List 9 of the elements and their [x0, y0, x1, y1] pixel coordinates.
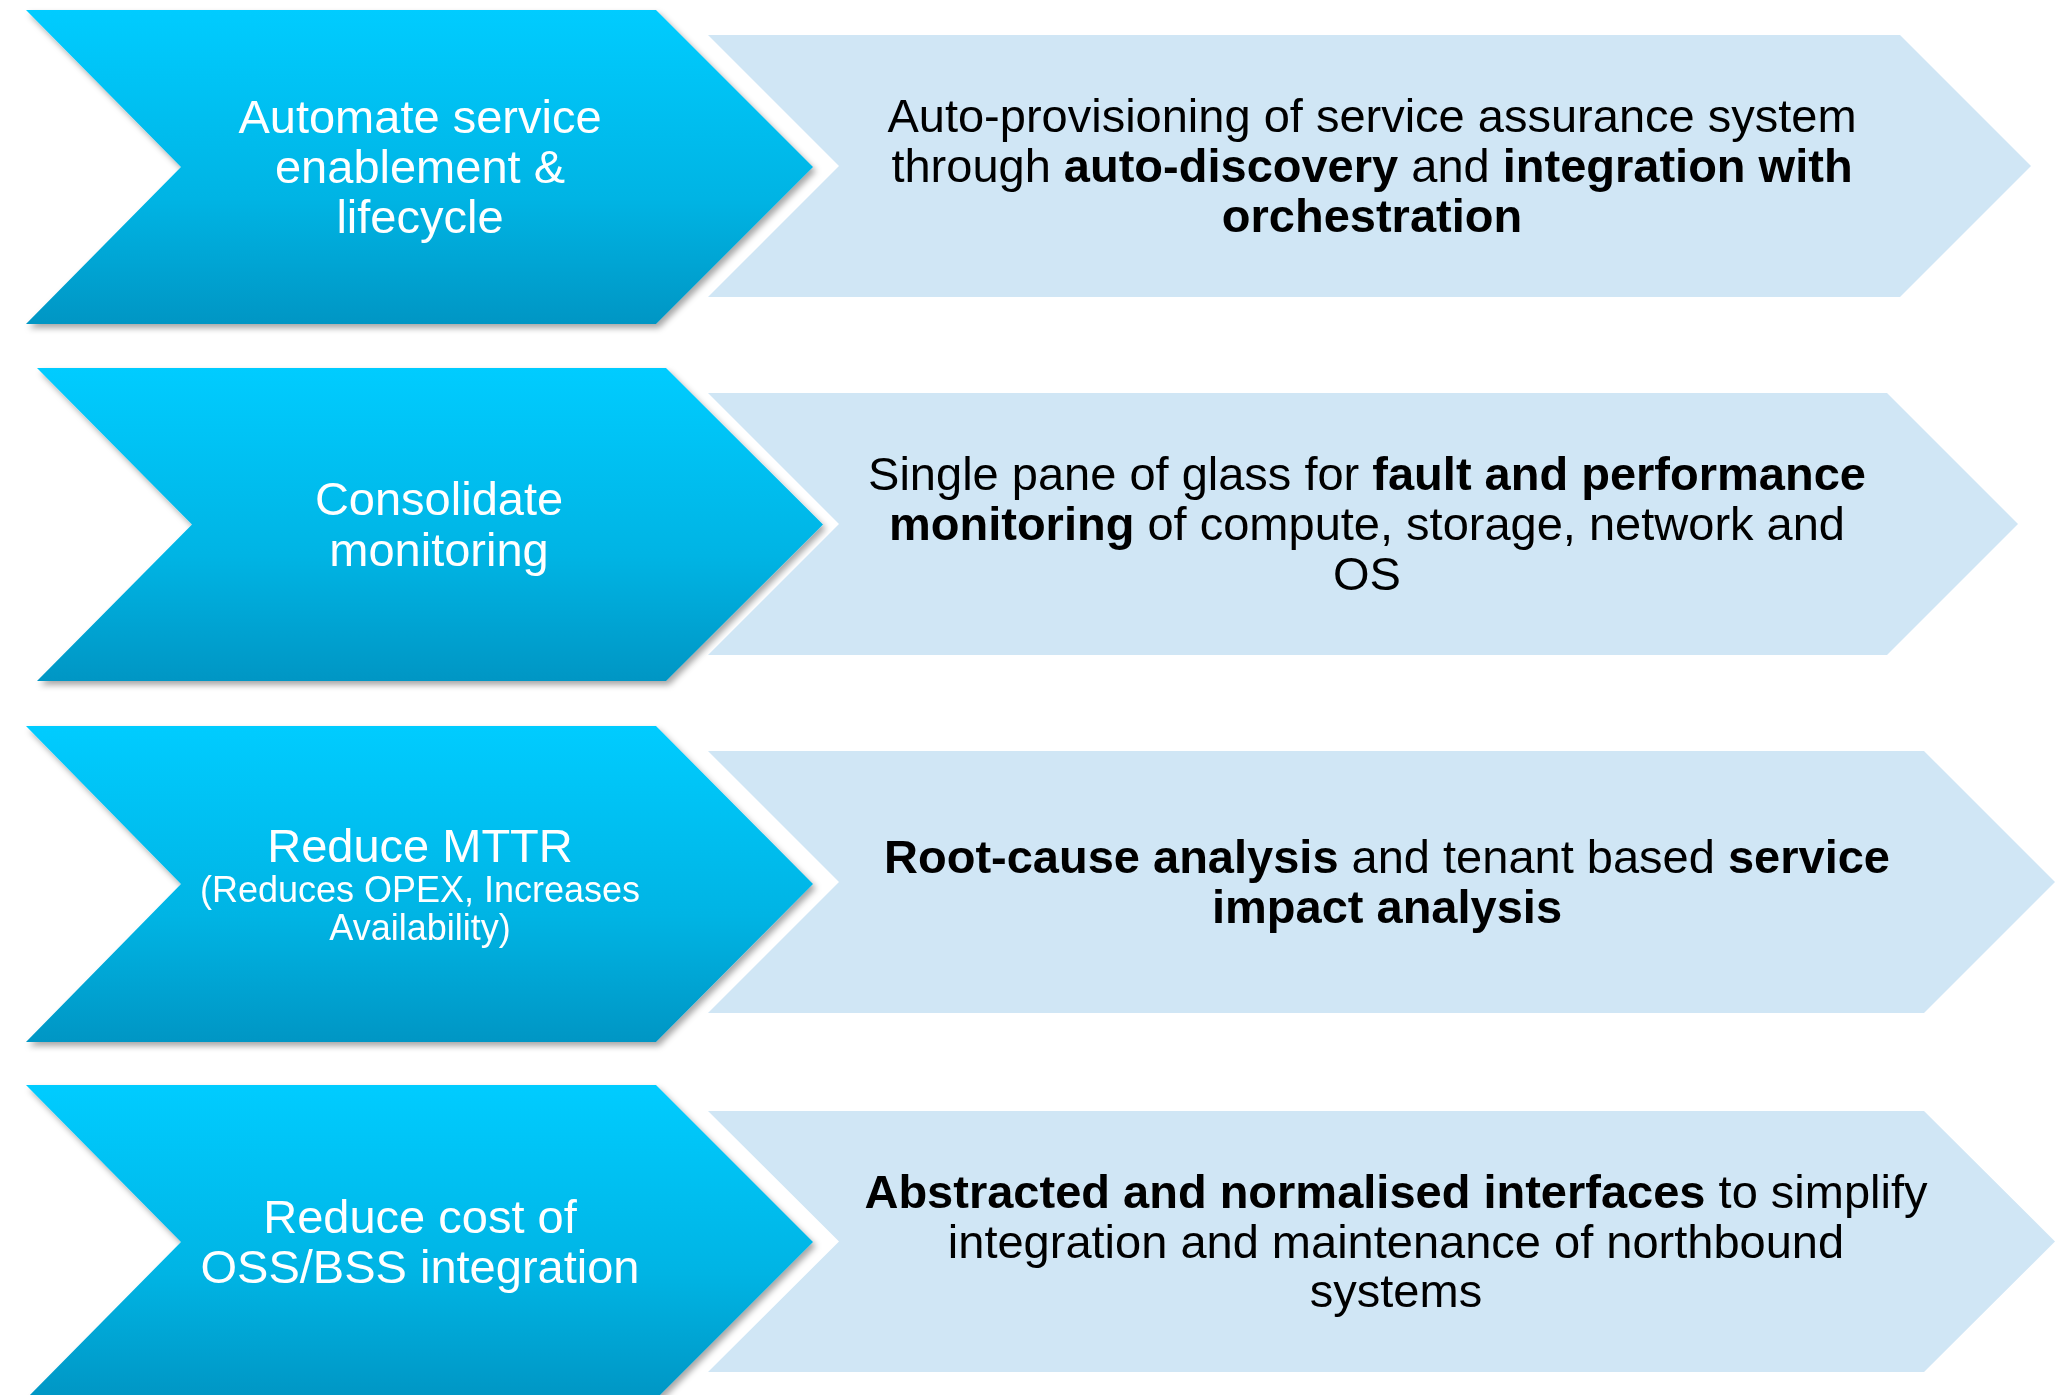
step-subtitle: (Reduces OPEX, Increases Availability)	[198, 871, 642, 947]
step-title: Reduce MTTR	[267, 821, 573, 872]
step-description: Auto-provisioning of service assurance system through auto-discovery and integration with orchestration	[886, 91, 1858, 241]
step-description: Abstracted and normalised interfaces to simplify integration and maintenance of northbound systems	[863, 1166, 1929, 1317]
step-description: Root-cause analysis and tenant based service impact analysis	[883, 832, 1891, 932]
step-title: Automate service enablement & lifecycle	[237, 91, 603, 243]
step-title: Consolidate monitoring	[313, 474, 565, 575]
step-description: Single pane of glass for fault and performance monitoring of compute, storage, network and OS	[867, 449, 1867, 599]
step-title: Reduce cost of OSS/BSS integration	[199, 1191, 641, 1293]
